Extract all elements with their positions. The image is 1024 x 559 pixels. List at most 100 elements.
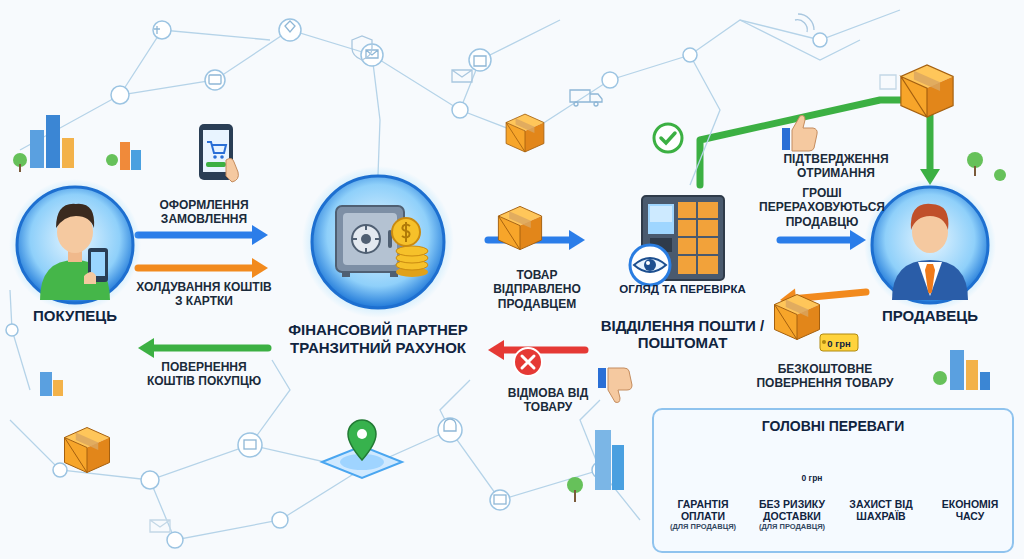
benefit-item: ЗАХИСТ ВІД ШАХРАЇВ [838, 442, 924, 527]
node-title: ОГЛЯД ТА ПЕРЕВІРКА [588, 283, 777, 297]
network-nodes-part [272, 512, 288, 528]
arrow-line [700, 100, 930, 185]
parcel-terminal-part [650, 206, 672, 222]
node-title: ФІНАНСОВИЙ ПАРТНЕР ТРАНЗИТНИЙ РАХУНОК [271, 321, 485, 356]
buildings-trees-part [980, 372, 990, 390]
parcel-terminal-part [678, 256, 696, 274]
network-lines-part [460, 20, 560, 110]
small-symbols-part [574, 102, 578, 106]
safe-circle-part [396, 246, 428, 256]
arrow-line [138, 232, 254, 239]
node-title: БЕЗ РИЗИКУ ДОСТАВКИ [752, 498, 832, 523]
network-nodes-part [167, 532, 183, 548]
thumbs-down-part [608, 368, 632, 403]
arrowhead [138, 338, 154, 358]
flow-arrow [138, 338, 268, 358]
network-lines-part [690, 55, 720, 185]
parcel-terminal [630, 196, 724, 285]
buyer-circle-part [84, 272, 96, 284]
arrowhead [252, 258, 268, 278]
seller-circle [864, 179, 996, 311]
node-subtitle: (ДЛЯ ПРОДАВЦЯ) [752, 523, 832, 532]
buildings-trees-part [106, 154, 118, 166]
arrowhead [252, 225, 268, 245]
parcel-on-arrow-part [498, 206, 541, 249]
phone-cart-icon-part [207, 142, 226, 153]
delivered-parcel [901, 65, 953, 117]
buildings-trees-part [994, 169, 1006, 181]
buyer-circle-part [9, 179, 141, 311]
buildings-trees-part [612, 445, 624, 490]
price-tag: 0 грн [827, 338, 850, 349]
safe-circle-part [361, 234, 371, 244]
flow-arrow [138, 225, 268, 245]
flow-arrow [138, 258, 268, 278]
thumbs-up [782, 116, 817, 152]
network-nodes-part [279, 19, 301, 41]
buildings-trees-part [40, 372, 52, 396]
arrow-label: БЕЗКОШТОВНЕ ПОВЕРНЕННЯ ТОВАРУ [750, 362, 900, 391]
thumbs-up-part [792, 116, 817, 152]
buyer-circle [9, 179, 141, 311]
network-lines-part [250, 360, 290, 445]
return-parcel-part [775, 295, 820, 340]
check-icon [654, 124, 682, 152]
node-title: ЕКОНОМІЯ ЧАСУ [930, 498, 1010, 523]
buildings-trees-part [30, 130, 44, 168]
return-parcel-part [822, 340, 826, 344]
arrow-label: ГРОШІ ПЕРЕРАХОВУЮТЬСЯ ПРОДАВЦЮ [758, 186, 886, 229]
reject-icon-part [514, 348, 542, 376]
phone-cart-icon-part [213, 155, 217, 159]
buildings-trees-part [950, 350, 964, 390]
arrowhead [569, 230, 585, 250]
small-symbols-part [285, 21, 295, 32]
parcel-terminal-part [698, 256, 718, 274]
safe-circle-part [302, 166, 454, 318]
small-symbols-part [570, 90, 602, 102]
network-nodes-part [153, 21, 171, 39]
network-nodes-part [490, 490, 510, 510]
check-icon-part [661, 133, 675, 143]
small-symbols-part [594, 102, 598, 106]
map-pin-platform-part [357, 429, 367, 439]
network-lines-part [10, 290, 30, 390]
phone-cart-icon [199, 124, 238, 182]
small-symbols-part [795, 14, 814, 32]
safe-circle-part [312, 176, 444, 308]
arrow-line [138, 265, 254, 272]
network-nodes-part [469, 49, 491, 71]
thumbs-down [598, 368, 632, 403]
small-symbols-part [444, 419, 456, 431]
arrow-label: ХОЛДУВАННЯ КОШТІВ З КАРТКИ [136, 280, 272, 309]
network-nodes-part [238, 433, 262, 457]
parcel-terminal-part [698, 202, 718, 218]
node-title: ГАРАНТІЯ ОПЛАТИ [663, 498, 743, 523]
small-symbols-part [352, 36, 372, 60]
safe-circle-part [343, 213, 397, 265]
flow-arrow [700, 100, 940, 185]
network-lines-part [10, 420, 640, 520]
network-nodes-part [6, 324, 18, 336]
arrow-label: ПІДТВЕРДЖЕННЯ ОТРИМАННЯ [774, 152, 898, 181]
buildings-trees-part [53, 380, 63, 396]
reject-icon [514, 348, 542, 376]
node-title: ПРОДАВЕЦЬ [869, 307, 991, 325]
buildings-trees-part [974, 166, 976, 176]
network-nodes-part [141, 471, 159, 489]
network-nodes-part [53, 463, 67, 477]
node-title: ЗАХИСТ ВІД ШАХРАЇВ [841, 498, 921, 523]
parcel-terminal-part [648, 204, 674, 234]
network-lines-part [150, 470, 360, 540]
post-office-node: ОГЛЯД ТА ПЕРЕВІРКАВІДДІЛЕННЯ ПОШТИ / ПОШ… [585, 185, 780, 360]
network-lines-part [20, 10, 900, 150]
phone-cart-icon-part [226, 158, 238, 182]
buildings-trees-part [933, 371, 947, 385]
buildings-trees-part [120, 142, 130, 170]
arrowhead [850, 230, 866, 250]
benefit-item: ЕКОНОМІЯ ЧАСУ [927, 442, 1013, 527]
thumbs-up-part [782, 128, 790, 150]
buyer-circle-part [56, 204, 94, 228]
network-nodes-part [438, 418, 462, 442]
seller-circle-part [911, 204, 949, 230]
